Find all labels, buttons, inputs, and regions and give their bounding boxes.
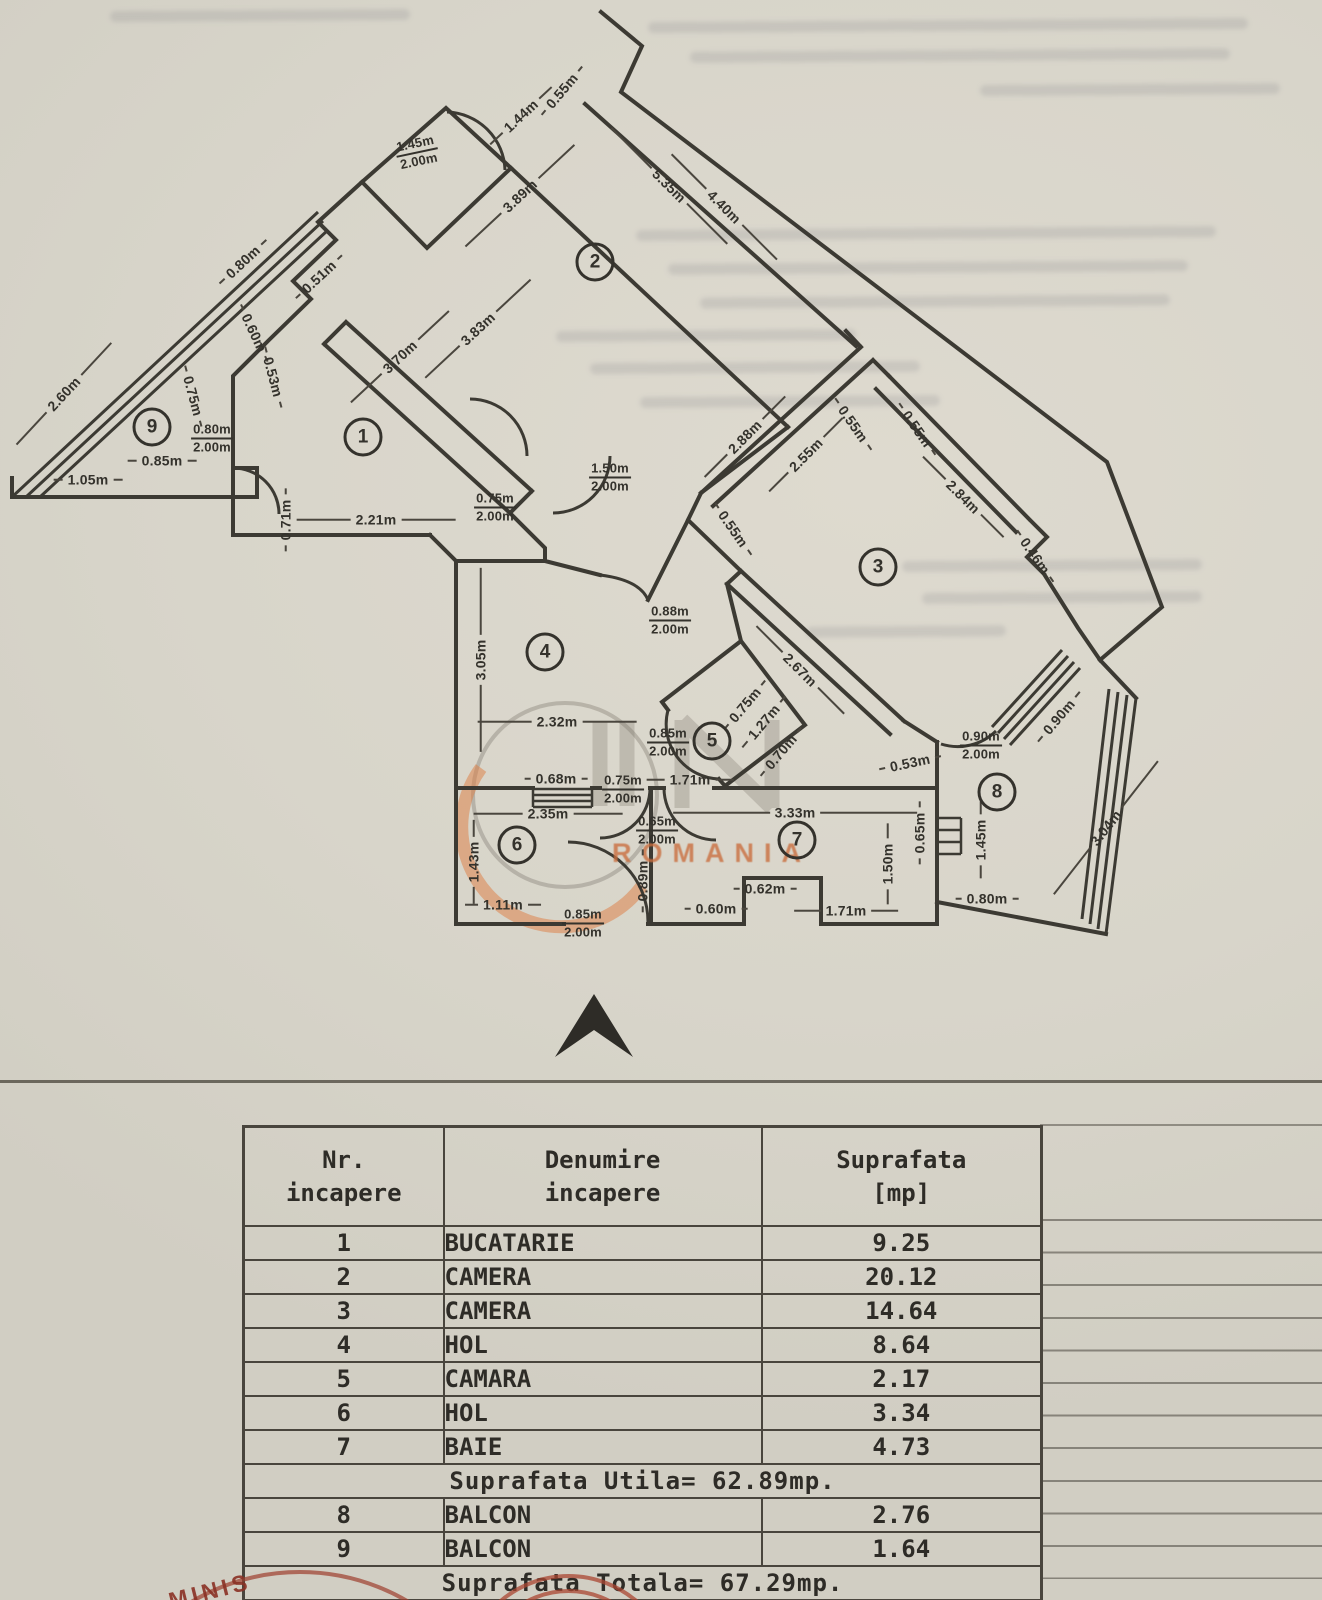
room-number: 5: [692, 721, 732, 761]
table-cell: 7: [242, 1429, 445, 1465]
header-nr: Nr.incapere: [242, 1125, 445, 1227]
room-number: 6: [497, 825, 537, 865]
header-suprafata: Suprafata[mp]: [760, 1125, 1043, 1227]
table-cell: 9.25: [760, 1225, 1043, 1261]
room-number: 2: [575, 242, 615, 282]
dimension-label: 0.62m: [729, 882, 802, 897]
dimension-label: 1.50m: [880, 819, 896, 910]
table-cell: 8.64: [760, 1327, 1043, 1363]
dimension-label: 0.68m: [520, 772, 593, 787]
dimension-label: 2.21m: [292, 513, 461, 528]
room-number: 8: [977, 772, 1017, 812]
table-cell: BAIE: [442, 1429, 763, 1465]
room-number: 1: [343, 417, 383, 457]
table-cell: 2: [242, 1259, 445, 1295]
table-cell: 14.64: [760, 1293, 1043, 1329]
room-number: 4: [525, 632, 565, 672]
dimension-label: 2.32m: [473, 715, 642, 730]
table-cell: CAMARA: [442, 1361, 763, 1397]
dimension-label: 0.85m: [123, 454, 202, 469]
page-fold-line: [0, 1080, 1322, 1083]
room-number: 7: [777, 820, 817, 860]
table-cell: 3: [242, 1293, 445, 1329]
stamp-text: MINIS: [165, 1568, 254, 1600]
dimension-label: 3.33m: [668, 806, 922, 821]
table-cell: CAMERA: [442, 1259, 763, 1295]
dimension-label: 1.43m: [466, 815, 482, 909]
room-number: 9: [132, 407, 172, 447]
dimension-label: 1.71m: [642, 773, 739, 788]
north-arrow: [555, 994, 633, 1057]
table-cell: 1.64: [760, 1531, 1043, 1567]
dimension-label: 2.35m: [469, 807, 628, 822]
table-cell: 2.17: [760, 1361, 1043, 1397]
table-cell: BALCON: [442, 1531, 763, 1567]
dimension-label: 0.89m: [635, 845, 651, 918]
dimension-label: 0.60m: [680, 902, 753, 917]
table-cell: CAMERA: [442, 1293, 763, 1329]
dimension-label: 0.80m: [951, 892, 1024, 907]
table-cell: BUCATARIE: [442, 1225, 763, 1261]
walls: [10, 9, 1165, 937]
table-cell: 8: [242, 1497, 445, 1533]
table-cell: 1: [242, 1225, 445, 1261]
table-cell: 9: [242, 1531, 445, 1567]
table-cell: 4: [242, 1327, 445, 1363]
floor-plan-drawing: [10, 9, 1165, 1057]
table-cell: HOL: [442, 1395, 763, 1431]
window-hatch: [531, 787, 963, 856]
table-cell: 20.12: [760, 1259, 1043, 1295]
dimension-label: 1.11m: [460, 898, 546, 913]
table-cell: 6: [242, 1395, 445, 1431]
table-cell: 4.73: [760, 1429, 1043, 1465]
dimension-label: 1.05m: [49, 473, 128, 488]
table-cell: HOL: [442, 1327, 763, 1363]
subtotal-row-cell: Suprafata Utila= 62.89mp.: [242, 1463, 1043, 1499]
door-arcs: [232, 110, 998, 923]
scan-line-artifact: [1040, 1124, 1322, 1126]
balcony-railing-right: [990, 648, 1138, 935]
subtotal-row: Suprafata Utila= 62.89mp.: [242, 1463, 1043, 1499]
table-cell: 5: [242, 1361, 445, 1397]
dimension-label: 0.65m: [912, 797, 928, 870]
table-cell: 3.34: [760, 1395, 1043, 1431]
scan-line-artifacts: [1040, 1219, 1322, 1579]
room-number: 3: [858, 547, 898, 587]
dimension-label: 1.71m: [789, 904, 903, 919]
balcony-railing-left: [10, 210, 330, 499]
table-cell: 2.76: [760, 1497, 1043, 1533]
dimension-label: 1.45m: [973, 797, 989, 884]
table-cell: BALCON: [442, 1497, 763, 1533]
